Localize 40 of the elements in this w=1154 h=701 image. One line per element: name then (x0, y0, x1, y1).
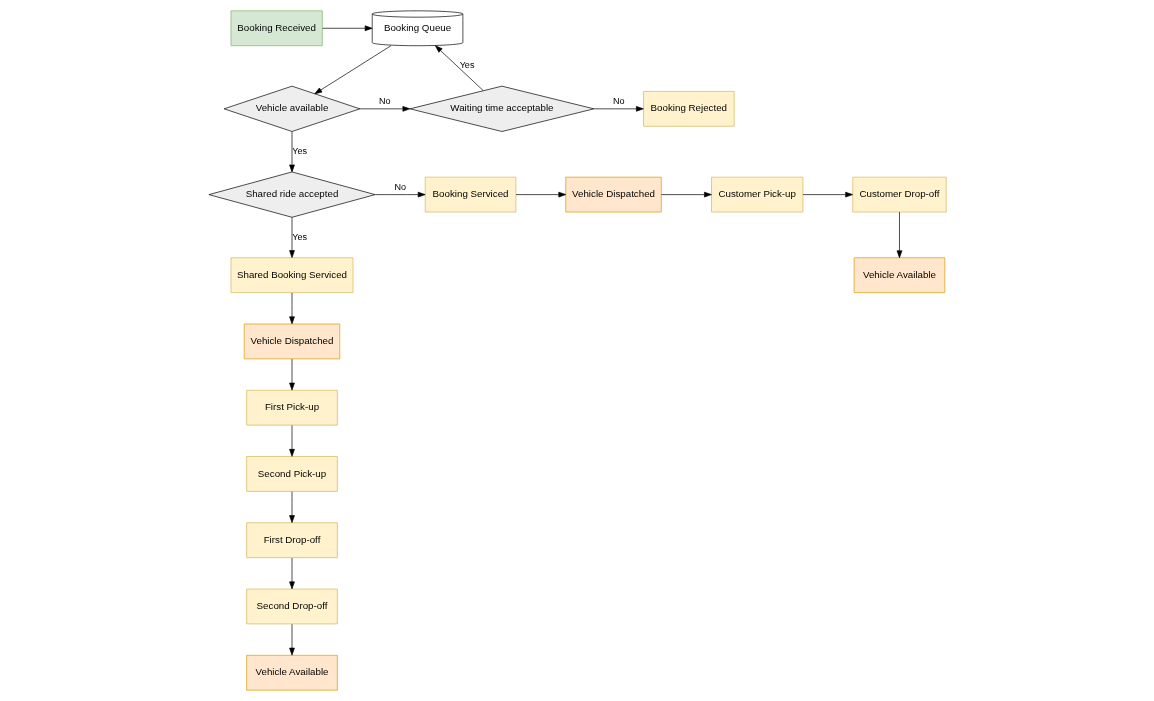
arrow (288, 358, 295, 391)
node-box: Booking Serviced (424, 176, 516, 213)
edge-label: No (612, 96, 625, 107)
arrow (896, 211, 902, 259)
arrow (288, 557, 295, 590)
arrow (802, 191, 853, 198)
node-box: Vehicle Dispatched (243, 323, 340, 360)
node-box: Second Drop-off (245, 588, 338, 625)
node-box: First Drop-off (245, 522, 338, 558)
arrow (288, 491, 295, 523)
node-diamond: Waiting time acceptable (409, 85, 594, 132)
arrow (313, 45, 391, 95)
arrow (288, 217, 295, 258)
node-box: Vehicle Available (853, 257, 945, 293)
arrow (434, 45, 484, 91)
edge-label: Yes (459, 60, 474, 71)
edge-label: No (378, 96, 391, 107)
arrow (515, 191, 566, 198)
node-box: Customer Drop-off (851, 176, 947, 213)
arrow (288, 292, 295, 325)
edge-label: No (393, 182, 406, 193)
arrow (593, 106, 644, 112)
arrow (359, 106, 410, 112)
node-box: Booking Received (230, 10, 323, 47)
arrow (374, 191, 425, 198)
node-box: Second Pick-up (245, 456, 338, 492)
edge-label: Yes (291, 146, 307, 157)
node-box: Customer Pick-up (710, 176, 803, 213)
node-box: Booking Rejected (642, 91, 735, 127)
arrow (660, 191, 712, 198)
arrow (288, 131, 295, 173)
node-box: Shared Booking Serviced (230, 257, 353, 293)
arrow (321, 25, 372, 32)
node-box: Vehicle Available (245, 654, 338, 691)
arrow (288, 425, 295, 457)
node-box: First Pick-up (245, 389, 338, 426)
node-diamond: Shared ride accepted (208, 171, 375, 218)
edge-label: Yes (291, 231, 307, 242)
node-box: Vehicle Dispatched (564, 176, 662, 213)
arrow (288, 623, 295, 656)
